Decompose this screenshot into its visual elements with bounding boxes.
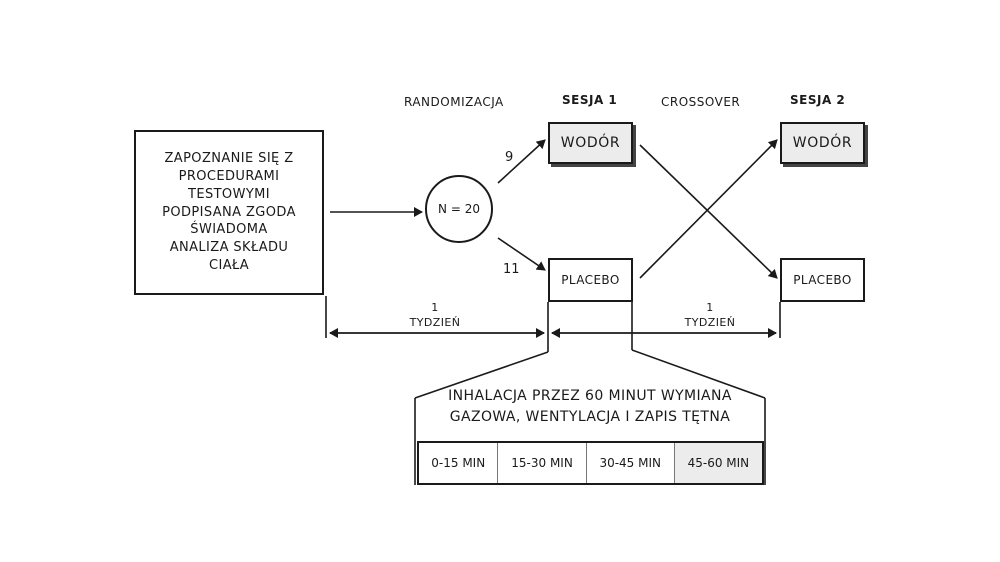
intro-line: ŚWIADOMA bbox=[190, 222, 268, 238]
randomization-node: N = 20 bbox=[425, 175, 493, 243]
intro-line: ZAPOZNANIE SIĘ Z bbox=[164, 150, 294, 166]
interval-right-number: 1 bbox=[706, 301, 714, 314]
header-session-1: SESJA 1 bbox=[562, 93, 618, 107]
time-segment: 30-45 MIN bbox=[587, 443, 675, 483]
callout-line-left bbox=[414, 351, 549, 399]
session2-placebo-box: PLACEBO bbox=[780, 258, 865, 302]
session2-placebo-label: PLACEBO bbox=[793, 273, 852, 287]
inhalation-line-1: INHALACJA PRZEZ 60 MINUT WYMIANA bbox=[448, 388, 732, 404]
group-count-upper: 9 bbox=[505, 150, 514, 165]
header-session-2: SESJA 2 bbox=[790, 93, 846, 107]
arrow-placebo-to-hydrogen-s2 bbox=[639, 139, 778, 279]
header-randomization: RANDOMIZACJA bbox=[404, 95, 504, 109]
time-segment: 45-60 MIN bbox=[674, 443, 762, 483]
session1-placebo-box: PLACEBO bbox=[548, 258, 633, 302]
intro-line: TESTOWYMI bbox=[187, 186, 271, 202]
time-segment: 0-15 MIN bbox=[419, 443, 499, 483]
time-segment: 15-30 MIN bbox=[498, 443, 587, 483]
interval-left-label: 1 TYDZIEŃ bbox=[405, 301, 465, 331]
interval-left-unit: TYDZIEŃ bbox=[409, 315, 461, 329]
group-count-lower: 11 bbox=[503, 262, 520, 277]
intro-line: ANALIZA SKŁADU bbox=[169, 240, 289, 256]
inhalation-description: INHALACJA PRZEZ 60 MINUT WYMIANA GAZOWA,… bbox=[415, 386, 765, 428]
arrow-hydrogen-to-placebo-s2 bbox=[639, 144, 778, 279]
interval-right-unit: TYDZIEŃ bbox=[684, 315, 736, 329]
inhalation-line-2: GAZOWA, WENTYLACJA I ZAPIS TĘTNA bbox=[449, 409, 731, 425]
interval-right-label: 1 TYDZIEŃ bbox=[680, 301, 740, 331]
header-crossover: CROSSOVER bbox=[661, 95, 741, 109]
session1-placebo-label: PLACEBO bbox=[561, 273, 620, 287]
session1-hydrogen-box: WODÓR bbox=[548, 122, 633, 164]
arrow-to-placebo-s1 bbox=[497, 237, 546, 271]
intro-line: PODPISANA ZGODA bbox=[162, 204, 296, 220]
interval-left-number: 1 bbox=[431, 301, 439, 314]
intro-line: CIAŁA bbox=[208, 258, 249, 274]
session2-hydrogen-box: WODÓR bbox=[780, 122, 865, 164]
session1-hydrogen-label: WODÓR bbox=[560, 135, 621, 151]
sample-size-label: N = 20 bbox=[438, 202, 480, 216]
intro-line: PROCEDURAMI bbox=[178, 168, 280, 184]
arrow-to-hydrogen-s1 bbox=[497, 139, 546, 184]
intro-procedures-box: ZAPOZNANIE SIĘ Z PROCEDURAMI TESTOWYMI P… bbox=[134, 130, 324, 295]
inhalation-time-segments: 0-15 MIN 15-30 MIN 30-45 MIN 45-60 MIN bbox=[417, 441, 764, 485]
session2-hydrogen-label: WODÓR bbox=[792, 135, 853, 151]
